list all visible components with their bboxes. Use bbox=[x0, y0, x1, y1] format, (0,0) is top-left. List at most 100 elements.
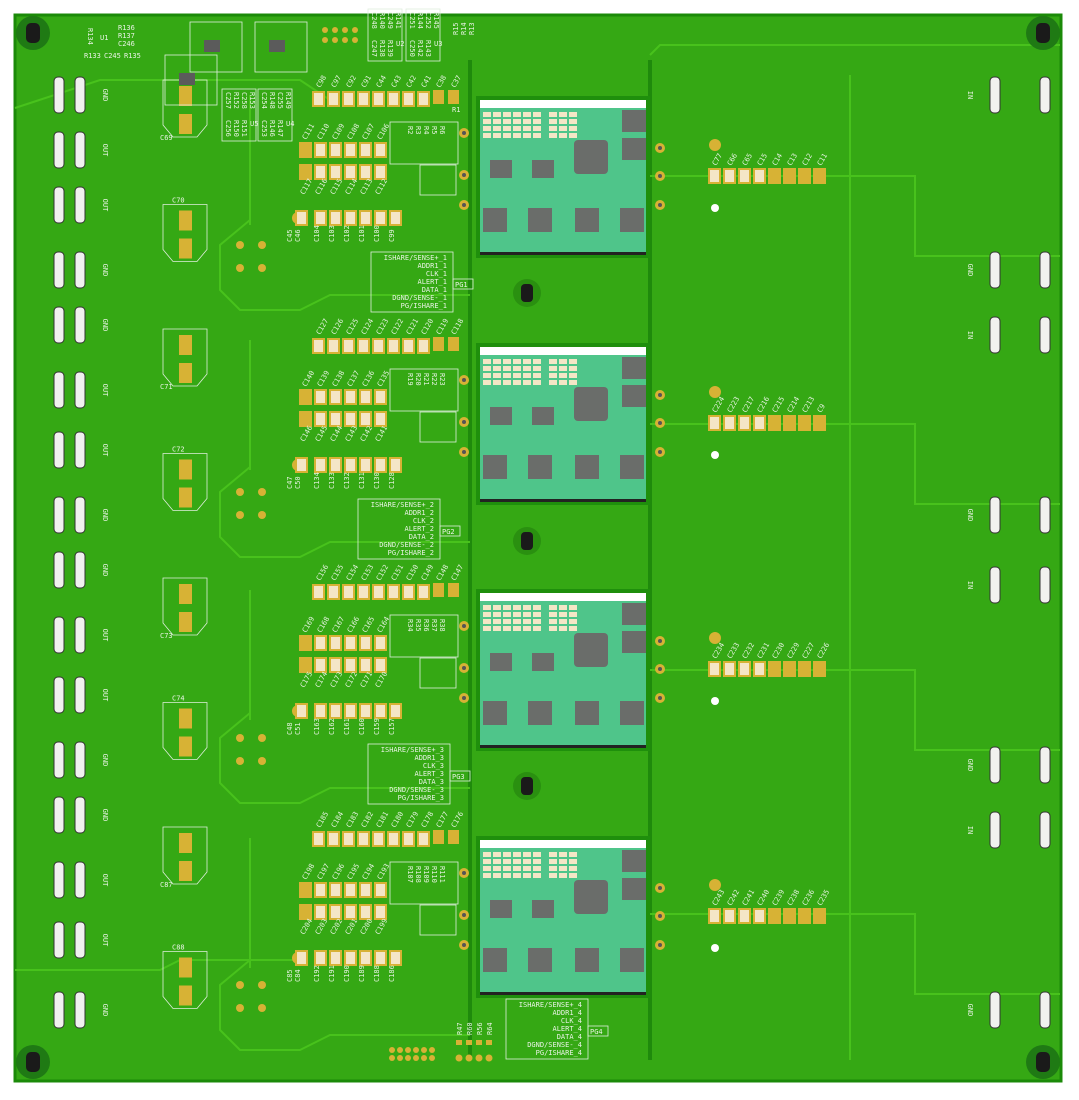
capacitor bbox=[359, 657, 372, 673]
connector-slot bbox=[989, 496, 1001, 534]
module-passive bbox=[493, 126, 501, 131]
header-pin bbox=[413, 1047, 419, 1053]
label-box bbox=[405, 8, 441, 62]
signal-label: ADDR1_2 bbox=[404, 509, 434, 517]
capacitor bbox=[433, 90, 444, 104]
ref-label: C249 bbox=[386, 12, 394, 29]
capacitor-label: C132 bbox=[343, 472, 351, 489]
module-edge bbox=[480, 252, 646, 255]
capacitor bbox=[344, 457, 357, 473]
module-passive bbox=[503, 112, 511, 117]
module-inductor bbox=[622, 110, 646, 132]
module-mosfet bbox=[532, 407, 554, 425]
capacitor bbox=[314, 882, 327, 898]
capacitor bbox=[433, 830, 444, 844]
capacitor-pad bbox=[179, 459, 192, 480]
module-passive bbox=[483, 852, 491, 857]
capacitor bbox=[374, 635, 387, 651]
signal-label: DATA_4 bbox=[557, 1033, 582, 1041]
capacitor-label: C186 bbox=[388, 965, 396, 982]
capacitor-pad bbox=[179, 210, 192, 231]
capacitor bbox=[738, 168, 751, 184]
capacitor bbox=[314, 389, 327, 405]
via bbox=[236, 511, 244, 519]
capacitor-label: C190 bbox=[343, 965, 351, 982]
module-passive bbox=[493, 852, 501, 857]
signal-label: CLK_2 bbox=[413, 517, 434, 525]
module-passive bbox=[549, 366, 557, 371]
capacitor-pad bbox=[179, 736, 192, 757]
module-passive bbox=[569, 619, 577, 624]
capacitor bbox=[357, 831, 370, 847]
module-passive bbox=[513, 359, 521, 364]
module-passive bbox=[493, 380, 501, 385]
signal-label: PG/ISHARE_3 bbox=[398, 794, 444, 802]
resistor-label: R20 bbox=[414, 373, 422, 386]
standoff-icon bbox=[521, 532, 533, 550]
module-passive bbox=[559, 626, 567, 631]
signal-label: DGND/SENSE-_2 bbox=[379, 541, 434, 549]
via bbox=[322, 37, 328, 43]
module-passive bbox=[493, 359, 501, 364]
ref-label: R137 bbox=[118, 32, 135, 40]
capacitor bbox=[813, 168, 826, 184]
connector-slot bbox=[1039, 496, 1051, 534]
module-mosfet bbox=[532, 653, 554, 671]
trace bbox=[219, 466, 470, 558]
connector-label-in: IN bbox=[966, 826, 974, 834]
capacitor-outline bbox=[162, 577, 208, 636]
signal-label: PG/ISHARE_4 bbox=[536, 1049, 582, 1057]
pg-label: PG4 bbox=[590, 1028, 603, 1036]
signal-label: DATA_3 bbox=[419, 778, 444, 786]
capacitor bbox=[327, 91, 340, 107]
via bbox=[352, 27, 358, 33]
pin-hole bbox=[658, 421, 662, 425]
capacitor bbox=[299, 142, 312, 158]
module-passive bbox=[533, 612, 541, 617]
resistor bbox=[456, 1040, 462, 1045]
module-passive bbox=[503, 612, 511, 617]
connector-slot bbox=[989, 811, 1001, 849]
connector-label-gnd: GND bbox=[101, 754, 109, 767]
connector-label-gnd: GND bbox=[966, 1004, 974, 1017]
capacitor bbox=[708, 661, 721, 677]
connector-slot bbox=[74, 76, 86, 114]
module-passive bbox=[503, 873, 511, 878]
module-passive bbox=[533, 112, 541, 117]
header-pin bbox=[405, 1055, 411, 1061]
module-mosfet bbox=[532, 160, 554, 178]
capacitor bbox=[344, 411, 357, 427]
ref-label: R14 bbox=[460, 22, 468, 35]
module-passive bbox=[569, 380, 577, 385]
trace bbox=[650, 669, 1060, 751]
module-passive bbox=[533, 359, 541, 364]
capacitor-pad bbox=[179, 584, 192, 604]
ref-label: C252 bbox=[424, 12, 432, 29]
connector-slot bbox=[74, 496, 86, 534]
capacitor bbox=[387, 338, 400, 354]
connector-label-gnd: GND bbox=[101, 264, 109, 277]
pin-hole bbox=[462, 624, 466, 628]
pg-label: PG1 bbox=[455, 281, 468, 289]
capacitor bbox=[783, 168, 796, 184]
module-passive bbox=[483, 126, 491, 131]
resistor-label: R64 bbox=[486, 1022, 494, 1035]
ref-label: R150 bbox=[232, 120, 240, 137]
capacitor bbox=[344, 142, 357, 158]
module-passive bbox=[483, 373, 491, 378]
module-label-strip bbox=[480, 100, 646, 108]
via bbox=[258, 264, 266, 272]
connector-label-out: OUT bbox=[101, 629, 109, 642]
module-passive bbox=[493, 626, 501, 631]
capacitor bbox=[723, 168, 736, 184]
connector-slot bbox=[53, 616, 65, 654]
connector-slot bbox=[53, 991, 65, 1029]
capacitor bbox=[813, 661, 826, 677]
capacitor bbox=[374, 882, 387, 898]
capacitor bbox=[387, 584, 400, 600]
capacitor-label: C71 bbox=[160, 383, 173, 391]
capacitor bbox=[374, 389, 387, 405]
capacitor-label: C9 bbox=[816, 403, 827, 414]
module-passive bbox=[523, 119, 531, 124]
via bbox=[258, 488, 266, 496]
